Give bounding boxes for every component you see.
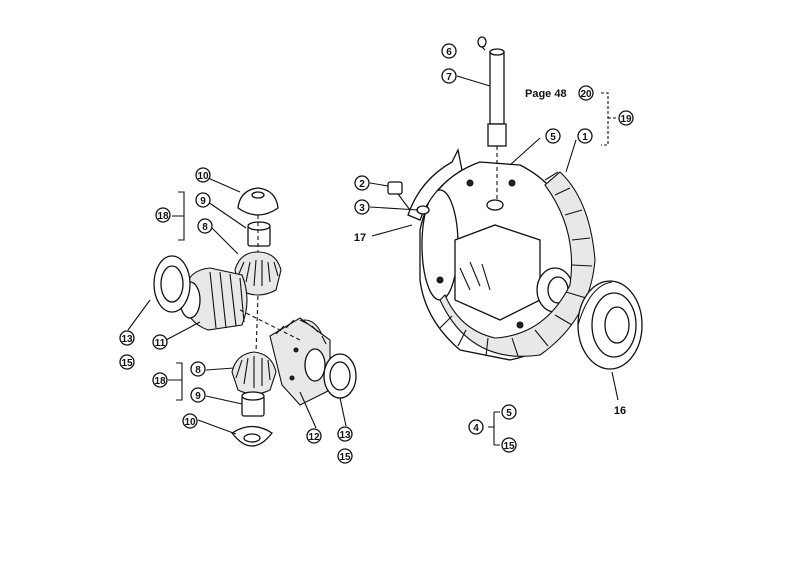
svg-text:4: 4 [473, 423, 479, 434]
svg-text:16: 16 [614, 405, 626, 417]
leader-lines [127, 46, 619, 446]
svg-text:Page 48: Page 48 [525, 88, 567, 100]
svg-text:1: 1 [582, 132, 588, 143]
svg-text:10: 10 [197, 171, 209, 182]
callout-20: 20 [578, 85, 594, 101]
svg-text:17: 17 [354, 232, 366, 244]
callout-1: 1 [577, 128, 593, 144]
svg-text:7: 7 [446, 72, 452, 83]
svg-text:13: 13 [121, 334, 133, 345]
callout-4: 4 [468, 419, 484, 435]
page-reference: Page 48 [525, 88, 567, 100]
callout-17: 17 [354, 232, 366, 244]
callouts: 10 9 8 18 13 15 11 8 [119, 43, 634, 464]
callout-16: 16 [614, 405, 626, 417]
callout-15-left: 15 [119, 354, 135, 370]
lock-washer [416, 205, 430, 215]
callout-5-top: 5 [545, 128, 561, 144]
callout-18-top: 18 [155, 207, 171, 223]
callout-9-bottom: 9 [190, 387, 206, 403]
side-washer-right [323, 353, 357, 399]
side-washer-left [153, 255, 191, 313]
left-gear-assembly [153, 187, 357, 447]
pinion-shaft [487, 48, 507, 200]
callout-8-top: 8 [197, 218, 213, 234]
callout-6: 6 [441, 43, 457, 59]
callout-10-bottom: 10 [182, 413, 198, 429]
svg-text:10: 10 [184, 417, 196, 428]
callout-13-right: 13 [337, 426, 353, 442]
right-carrier-assembly [387, 36, 643, 370]
bushing-top [247, 221, 271, 247]
callout-7: 7 [441, 68, 457, 84]
svg-text:11: 11 [155, 338, 166, 349]
callout-19: 19 [618, 110, 634, 126]
thrust-washer-top [237, 187, 279, 216]
ring-gear [439, 171, 596, 357]
svg-text:20: 20 [580, 89, 592, 100]
svg-text:15: 15 [503, 441, 515, 452]
svg-text:18: 18 [154, 376, 166, 387]
bolt [387, 181, 411, 211]
callout-13-left: 13 [119, 330, 135, 346]
case-half [269, 317, 331, 406]
callout-2: 2 [354, 175, 370, 191]
lock-plate [407, 148, 463, 221]
svg-text:15: 15 [121, 358, 133, 369]
svg-text:2: 2 [359, 179, 365, 190]
callout-15-bottom: 15 [501, 437, 517, 453]
svg-text:5: 5 [550, 132, 556, 143]
callout-11: 11 [152, 334, 168, 350]
callout-3: 3 [354, 199, 370, 215]
callout-12: 12 [306, 428, 322, 444]
svg-text:18: 18 [157, 211, 169, 222]
pinion-gear-bottom [231, 351, 277, 395]
callout-9-top: 9 [195, 192, 211, 208]
callout-18-bottom: 18 [152, 372, 168, 388]
callout-5-bottom: 5 [501, 404, 517, 420]
svg-text:8: 8 [202, 222, 208, 233]
svg-text:19: 19 [620, 114, 632, 125]
pinion-gear-top [234, 251, 282, 296]
bushing-bottom [241, 391, 265, 417]
svg-text:3: 3 [359, 203, 365, 214]
svg-text:6: 6 [446, 47, 452, 58]
callout-8-bottom: 8 [190, 361, 206, 377]
callout-15-right: 15 [337, 448, 353, 464]
side-bearing [577, 280, 643, 370]
svg-text:12: 12 [308, 432, 320, 443]
svg-text:9: 9 [195, 391, 201, 402]
callout-10-top: 10 [195, 167, 211, 183]
svg-text:15: 15 [339, 452, 351, 463]
svg-text:13: 13 [339, 430, 351, 441]
svg-text:8: 8 [195, 365, 201, 376]
thrust-washer-bottom [231, 425, 273, 447]
lock-pin [477, 36, 487, 48]
svg-text:5: 5 [506, 408, 512, 419]
svg-text:9: 9 [200, 196, 206, 207]
differential-housing [419, 161, 581, 361]
